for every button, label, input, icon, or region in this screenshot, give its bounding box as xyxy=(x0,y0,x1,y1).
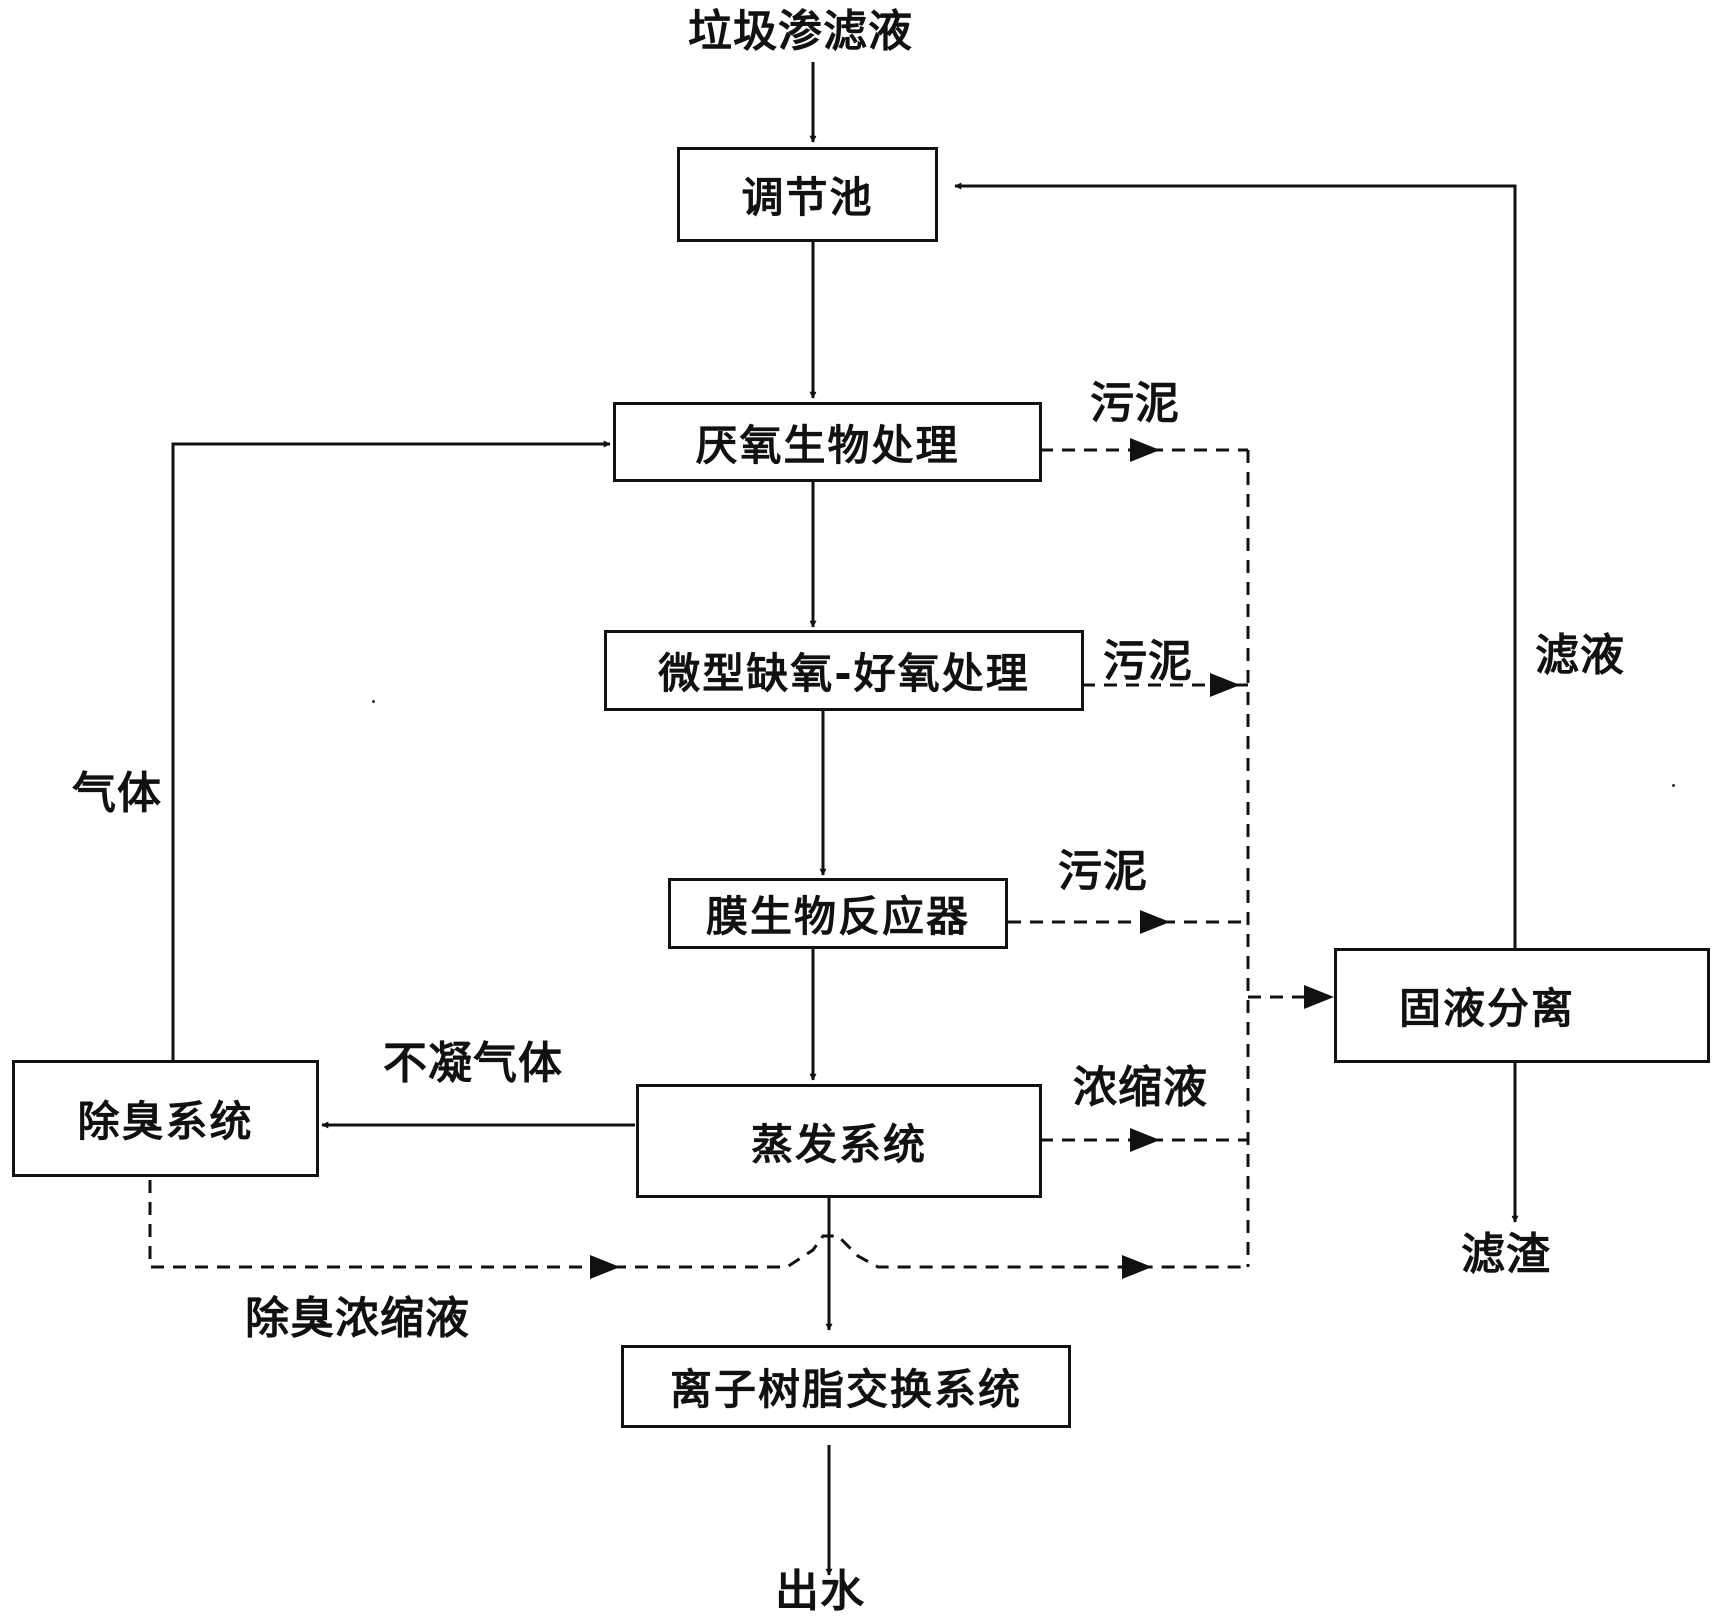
node-anaerobic: 厌氧生物处理 xyxy=(613,402,1042,482)
speck xyxy=(1672,784,1675,787)
label-filtrate: 滤液 xyxy=(1535,630,1625,681)
node-deodor: 除臭系统 xyxy=(12,1060,319,1177)
output-label: 出水 xyxy=(775,1566,865,1617)
label-concentrate: 浓缩液 xyxy=(1073,1062,1208,1113)
label-sludge-2: 污泥 xyxy=(1103,636,1193,687)
node-mbr: 膜生物反应器 xyxy=(668,878,1008,949)
arrow-filtrate-to-tiaojie xyxy=(954,182,1517,950)
arrowhead-concentrate xyxy=(1130,1128,1160,1152)
label-sludge-1: 污泥 xyxy=(1090,378,1180,429)
node-ion-exchange: 离子树脂交换系统 xyxy=(621,1345,1071,1428)
node-micro-ao: 微型缺氧-好氧处理 xyxy=(604,630,1084,711)
arrowhead-deodor-concentrate-1 xyxy=(590,1255,620,1279)
node-tiaojie: 调节池 xyxy=(677,147,938,242)
arrowhead-sludge-3 xyxy=(1140,910,1170,934)
arrowhead-to-separation xyxy=(1304,985,1334,1009)
dashed-deodor-concentrate xyxy=(148,1180,1248,1269)
label-gas: 气体 xyxy=(72,768,162,819)
label-sludge-3: 污泥 xyxy=(1058,846,1148,897)
node-evaporation: 蒸发系统 xyxy=(636,1084,1042,1198)
speck xyxy=(372,700,375,703)
label-filter-residue: 滤渣 xyxy=(1461,1229,1551,1280)
arrowhead-sludge-1 xyxy=(1130,438,1160,462)
node-separation: 固液分离 xyxy=(1334,948,1710,1063)
arrowhead-deodor-concentrate-2 xyxy=(1122,1255,1152,1279)
arrow-gas-to-anaerobic xyxy=(171,440,611,1060)
label-deodor-concentrate: 除臭浓缩液 xyxy=(245,1293,470,1344)
label-noncondensable-gas: 不凝气体 xyxy=(383,1038,563,1089)
arrowhead-sludge-2 xyxy=(1210,673,1240,697)
input-label: 垃圾渗滤液 xyxy=(688,6,913,57)
